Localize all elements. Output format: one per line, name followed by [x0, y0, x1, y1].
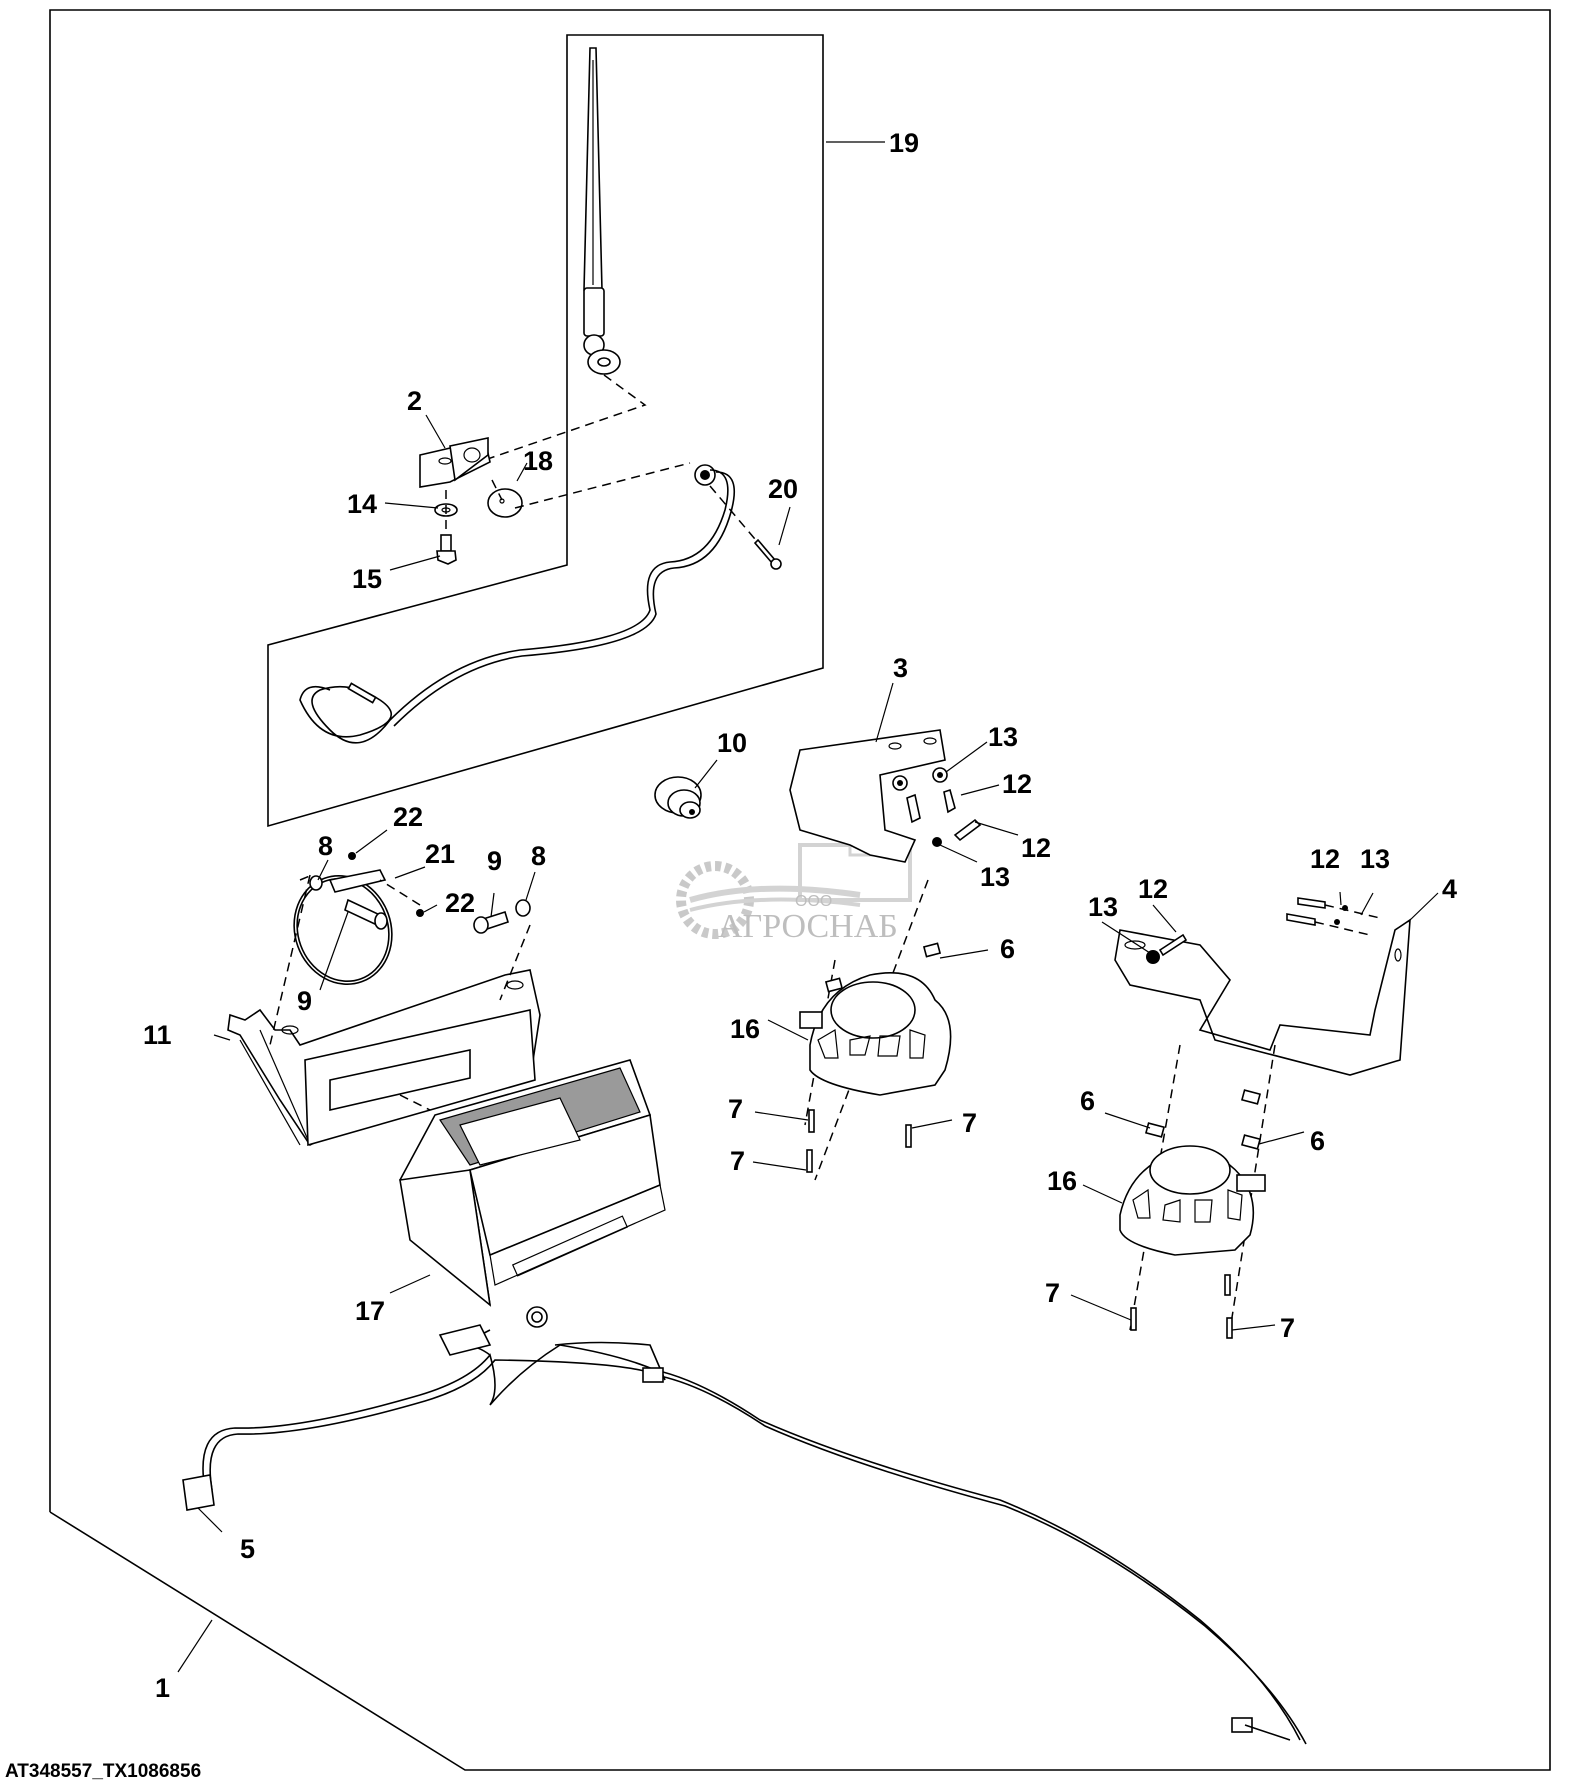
clip-6-right: [1144, 1089, 1262, 1150]
callout-22-a: 22: [393, 802, 423, 832]
callout-labels: 19 2 18 14 15 20 3 10 13 12 12 13 8 22 2…: [143, 128, 1457, 1703]
callout-9-b: 9: [297, 986, 312, 1016]
callout-15: 15: [352, 564, 382, 594]
callout-7-e: 7: [1280, 1313, 1295, 1343]
pad-18: [487, 488, 523, 518]
callout-13-b: 13: [980, 862, 1010, 892]
callout-6-b: 6: [1080, 1086, 1095, 1116]
watermark-prefix: ООО: [795, 893, 832, 910]
assembly-frame: [49, 9, 1551, 1771]
callout-20: 20: [768, 474, 798, 504]
callout-12-a: 12: [1002, 769, 1032, 799]
callout-22-b: 22: [445, 888, 475, 918]
bolt-15: [436, 534, 457, 565]
callout-11: 11: [143, 1020, 172, 1050]
callout-4: 4: [1442, 874, 1457, 904]
callout-16-a: 16: [730, 1014, 760, 1044]
nut-8-left: [309, 875, 323, 891]
fasteners-3: [892, 767, 982, 847]
callout-13-c: 13: [1360, 844, 1390, 874]
speaker-bracket-4: [1114, 918, 1411, 1076]
callout-14: 14: [347, 489, 377, 519]
callout-17: 17: [355, 1296, 385, 1326]
connector-5: [182, 1474, 215, 1511]
radio-unit: [399, 1059, 666, 1328]
clip-6-center: [824, 942, 942, 993]
watermark-name: АГРОСНАБ: [718, 908, 898, 945]
leader-lines: [177, 141, 1439, 1673]
callout-18: 18: [523, 446, 553, 476]
nut-8-right: [515, 899, 531, 917]
callout-8-a: 8: [318, 831, 333, 861]
radio-bracket: [227, 969, 541, 1147]
screw-22-bottom: [416, 909, 424, 917]
bolt-9-right: [473, 910, 509, 934]
callout-7-a: 7: [728, 1094, 743, 1124]
connector-mid: [642, 1367, 664, 1383]
figure-caption: AT348557_TX1086856: [5, 1761, 201, 1782]
antenna-kit-frame: [267, 34, 824, 828]
callout-12-c: 12: [1310, 844, 1340, 874]
antenna-guide-line: [469, 374, 647, 466]
callout-13-a: 13: [988, 722, 1018, 752]
callout-3: 3: [893, 653, 908, 683]
connector-end: [1231, 1717, 1253, 1733]
callout-7-c: 7: [730, 1146, 745, 1176]
speaker-16-center: [799, 972, 952, 1096]
callout-6-c: 6: [1310, 1126, 1325, 1156]
speaker-16-right: [1119, 1145, 1266, 1256]
callout-19: 19: [889, 128, 919, 158]
callout-7-d: 7: [1045, 1278, 1060, 1308]
callout-7-b: 7: [962, 1108, 977, 1138]
callout-8-b: 8: [531, 841, 546, 871]
bolt-9-left: [344, 898, 388, 930]
screws-7-center: [806, 1109, 912, 1173]
callout-13-d: 13: [1088, 892, 1118, 922]
screw-22-top: [348, 852, 356, 860]
grommet-10: [654, 776, 702, 819]
callout-16-b: 16: [1047, 1166, 1077, 1196]
wiring-harness: [182, 1324, 1307, 1745]
callout-9-a: 9: [487, 846, 502, 876]
callout-12-b: 12: [1021, 833, 1051, 863]
speaker-bracket-3: [789, 729, 946, 863]
callout-6-a: 6: [1000, 934, 1015, 964]
callout-10: 10: [717, 728, 747, 758]
callout-2: 2: [407, 386, 422, 416]
callout-12-d: 12: [1138, 874, 1168, 904]
screws-7-right: [1130, 1274, 1233, 1339]
callout-21: 21: [425, 839, 455, 869]
antenna-bracket: [419, 437, 491, 488]
bolt-20: [709, 485, 782, 570]
connector-radio: [438, 1324, 492, 1356]
callout-1: 1: [155, 1673, 170, 1703]
cable-21: [293, 869, 393, 986]
antenna-mast: [583, 47, 621, 375]
antenna-cable: [299, 464, 735, 744]
callout-5: 5: [240, 1534, 255, 1564]
